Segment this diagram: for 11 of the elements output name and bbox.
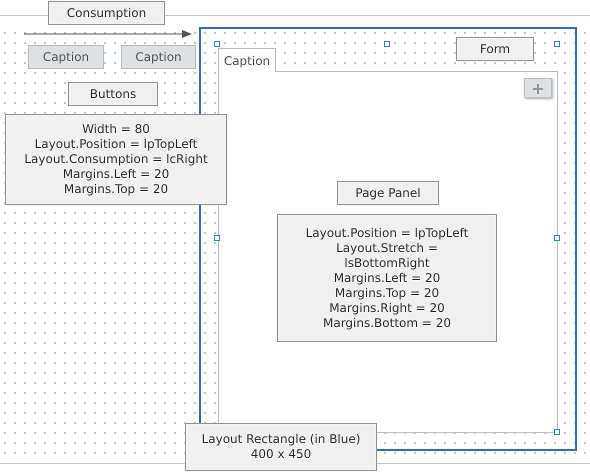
add-button: +: [524, 78, 552, 98]
label-box: Buttons: [68, 82, 158, 106]
label-box: Page Panel: [337, 181, 439, 205]
label-box: Consumption: [48, 1, 165, 25]
label-box: Layout Rectangle (in Blue) 400 x 450: [185, 423, 377, 471]
properties-box: Width = 80 Layout.Position = lpTopLeft Layout.Consumption = lcRight Margins.Left = 20 Margins.Top = 20: [5, 114, 227, 205]
label-box: Form: [456, 37, 534, 61]
properties-box: Layout.Position = lpTopLeft Layout.Stretch = lsBottomRight Margins.Left = 20 Margins.Top = 20 Margins.Right = 20 Margins.Bottom = 20: [277, 214, 497, 342]
caption-button: Caption: [121, 45, 196, 69]
tab: Caption: [218, 48, 276, 72]
caption-button: Caption: [28, 45, 104, 69]
